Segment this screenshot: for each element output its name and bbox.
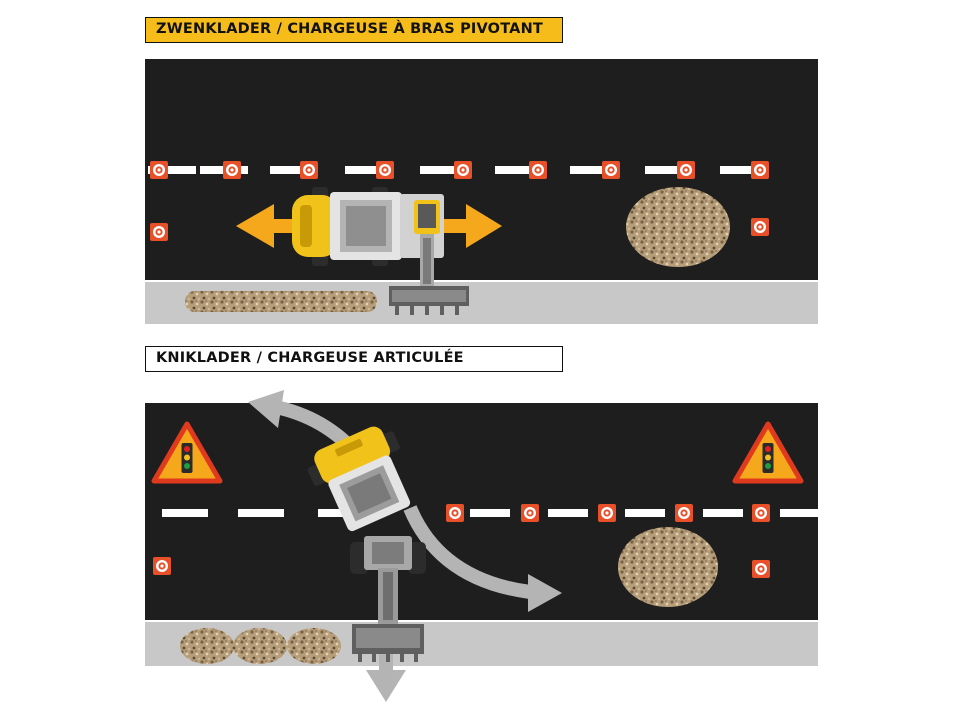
swing-loader-icon [292, 187, 469, 315]
lane-markings [162, 509, 818, 517]
swing-loader-label: ZWENKLADER / CHARGEUSE À BRAS PIVOTANT [145, 17, 563, 43]
gravel-pile-icon [626, 187, 730, 267]
articulated-loader-label: KNIKLADER / CHARGEUSE ARTICULÉE [145, 346, 563, 372]
articulated-loader-icon [307, 426, 426, 662]
gravel-windrow-icon [185, 291, 377, 312]
articulated-loader-scene [145, 390, 818, 702]
gravel-pile-icon [233, 628, 287, 664]
gravel-pile-icon [287, 628, 341, 664]
gravel-pile-icon [618, 527, 718, 607]
swing-loader-scene [145, 59, 818, 324]
gravel-pile-icon [180, 628, 234, 664]
